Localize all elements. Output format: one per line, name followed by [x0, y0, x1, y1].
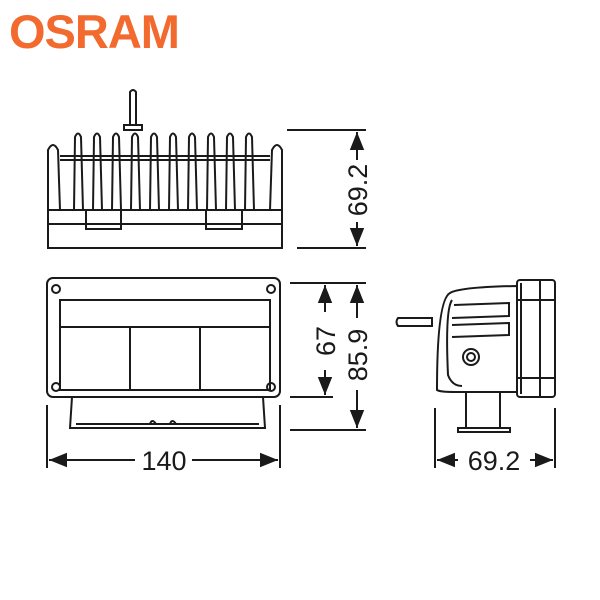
osram-logo: OSRAM [9, 5, 180, 58]
heatsink-fin [244, 132, 255, 211]
heatsink-fin [187, 132, 198, 211]
dim-side-depth: 69.2 [468, 446, 521, 476]
heatsink-fin [225, 132, 236, 211]
top-view [47, 89, 283, 249]
heatsink-fin [111, 132, 122, 211]
dimension-lines [46, 129, 556, 468]
dim-lens-height: 67 [311, 326, 341, 356]
front-view [46, 277, 281, 429]
dim-width: 140 [141, 446, 186, 476]
heatsink-fin [206, 132, 217, 211]
dim-top-height: 69.2 [343, 164, 373, 217]
heatsink-fin [168, 132, 179, 211]
side-view [395, 279, 556, 433]
heatsink-fin [149, 132, 160, 211]
heatsink-fin [130, 132, 141, 211]
heatsink-fin [73, 132, 84, 211]
heatsink-fin [92, 132, 103, 211]
dim-total-height: 85.9 [343, 329, 373, 382]
